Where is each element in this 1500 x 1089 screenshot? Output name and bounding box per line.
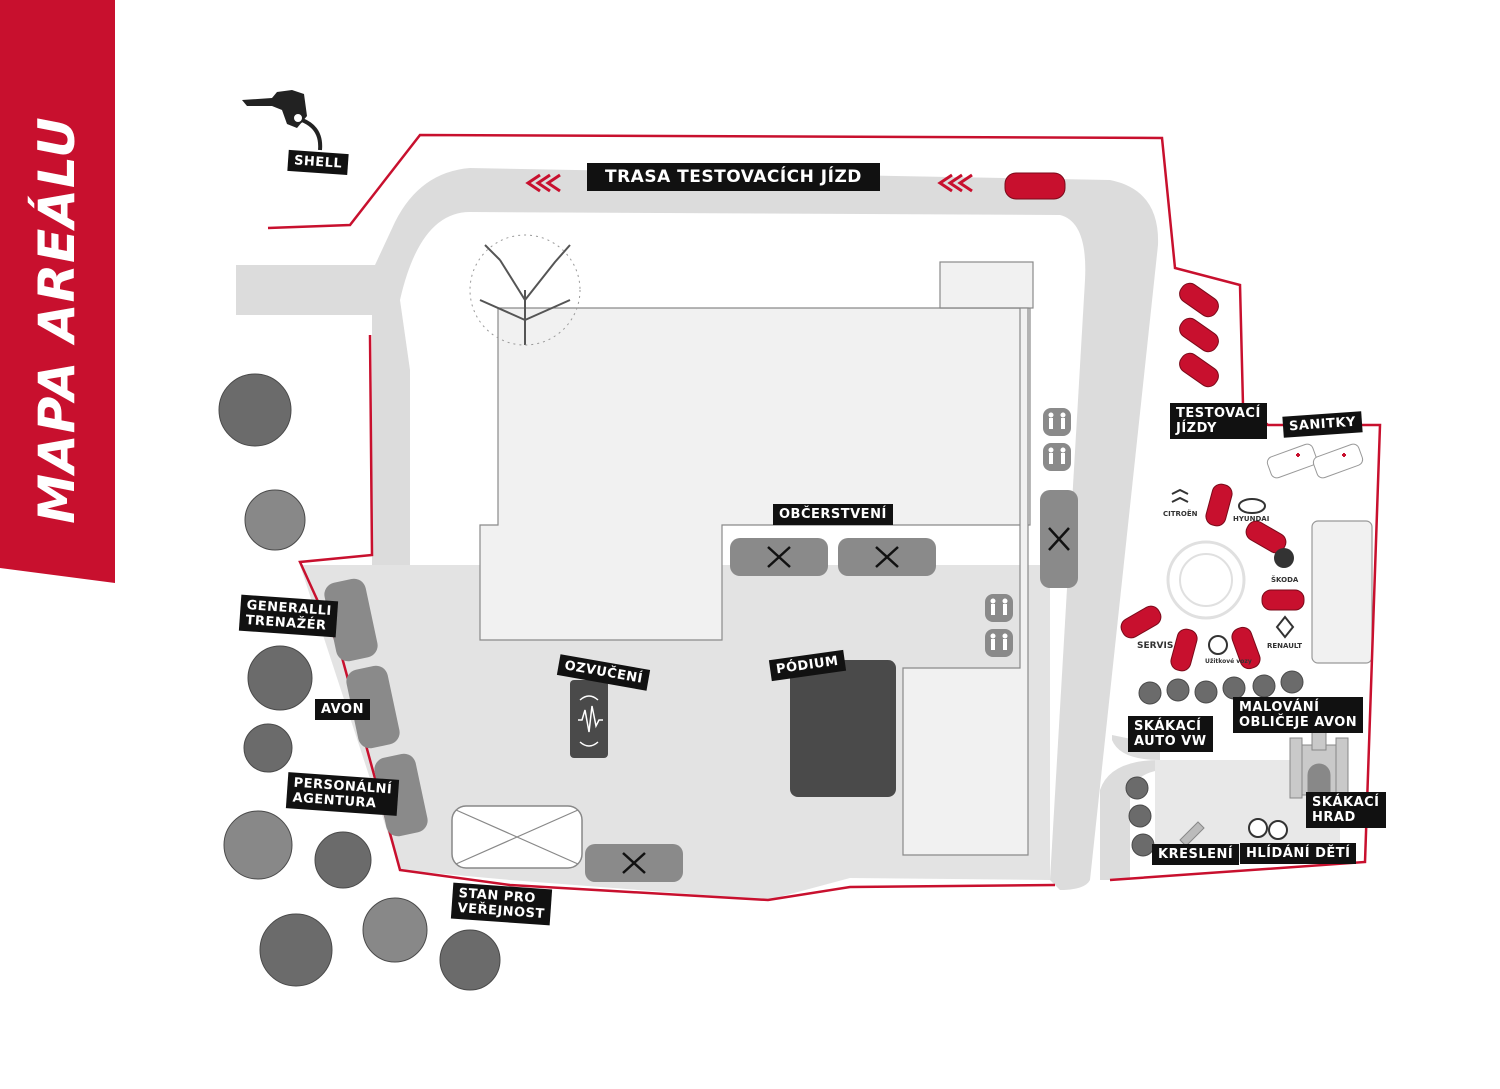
bouncy-castle-label: SKÁKACÍ HRAD [1306, 792, 1386, 828]
face-paint-line-1: MALOVÁNÍ [1239, 700, 1320, 715]
castle-icon [1289, 729, 1349, 799]
hyundai-text: HYUNDAI [1233, 515, 1270, 523]
ambulance-icon [1266, 443, 1364, 479]
restaurant-icon [622, 527, 1070, 874]
tree-icon [218, 234, 1304, 991]
drawing-label: KRESLENÍ [1152, 844, 1240, 865]
agency-label: PERSONÁLNÍ AGENTURA [285, 772, 399, 816]
stage [790, 660, 896, 797]
renault-text: RENAULT [1267, 642, 1302, 650]
citroen-text: CITROËN [1163, 510, 1198, 518]
roundabout [1166, 540, 1246, 620]
restroom-icon [985, 408, 1071, 657]
speaker-icon [570, 680, 608, 758]
childcare-label: HLÍDÁNÍ DĚTÍ [1240, 843, 1357, 864]
route-label: TRASA TESTOVACÍCH JÍZD [587, 163, 880, 191]
bouncy-car-label: SKÁKACÍ AUTO VW [1128, 716, 1213, 752]
stalls [324, 578, 428, 837]
face-paint-line-2: OBLIČEJE AVON [1239, 715, 1358, 730]
brand-logos [1171, 488, 1295, 655]
tent-label: STAN PRO VEŘEJNOST [450, 882, 553, 926]
test-drives-line-2: JÍZDY [1176, 421, 1217, 436]
bouncy-castle-line-1: SKÁKACÍ [1312, 795, 1380, 810]
bouncy-car-line-2: AUTO VW [1134, 734, 1207, 749]
bouncy-car-line-1: SKÁKACÍ [1134, 719, 1202, 734]
title-band [0, 0, 115, 583]
test-drives-line-1: TESTOVACÍ [1176, 406, 1261, 421]
buildings [479, 261, 1373, 856]
car-icon [1004, 172, 1305, 672]
bouncy-castle-line-2: HRAD [1312, 810, 1356, 825]
perimeter [267, 133, 1382, 902]
service-text: SERVIS [1137, 641, 1174, 651]
fuel-pump-icon [242, 90, 323, 151]
face-paint-label: MALOVÁNÍ OBLIČEJE AVON [1233, 697, 1364, 733]
route-arrows [525, 173, 973, 193]
shell-label: SHELL [287, 149, 349, 176]
generali-label: GENERALLI TRENAŽÉR [238, 594, 339, 638]
vw-text: Užitkové vozy [1205, 658, 1252, 665]
skoda-text: ŠKODA [1271, 576, 1299, 584]
kids-icon [1248, 818, 1288, 840]
avon-label: AVON [315, 699, 370, 720]
food-stalls [585, 490, 1078, 882]
test-drives-label: TESTOVACÍ JÍZDY [1170, 403, 1267, 439]
refreshments-label: OBČERSTVENÍ [773, 504, 893, 525]
tent [451, 805, 583, 869]
map-title: MAPA AREÁLU [28, 116, 86, 524]
